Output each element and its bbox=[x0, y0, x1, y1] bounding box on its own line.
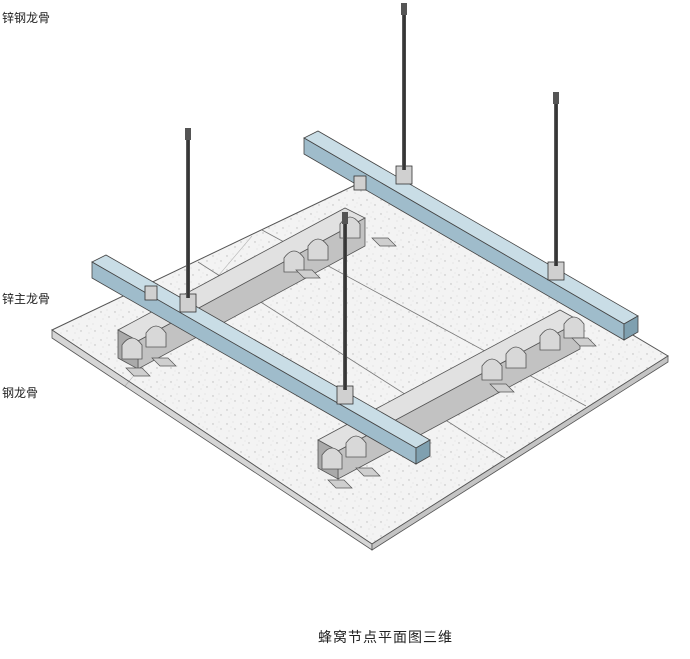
label-zinc-main-keel: 锌主龙骨 bbox=[2, 292, 51, 306]
hanger-clips bbox=[144, 165, 565, 405]
label-zinc-steel-keel: 锌钢龙骨 bbox=[2, 11, 51, 25]
clip-brackets bbox=[121, 216, 585, 470]
label-steel-keel: 钢龙骨 bbox=[2, 386, 39, 400]
bracket-feet bbox=[125, 237, 597, 489]
figure-caption: 蜂窝节点平面图三维 bbox=[318, 630, 453, 646]
hanger-rods bbox=[185, 3, 559, 390]
